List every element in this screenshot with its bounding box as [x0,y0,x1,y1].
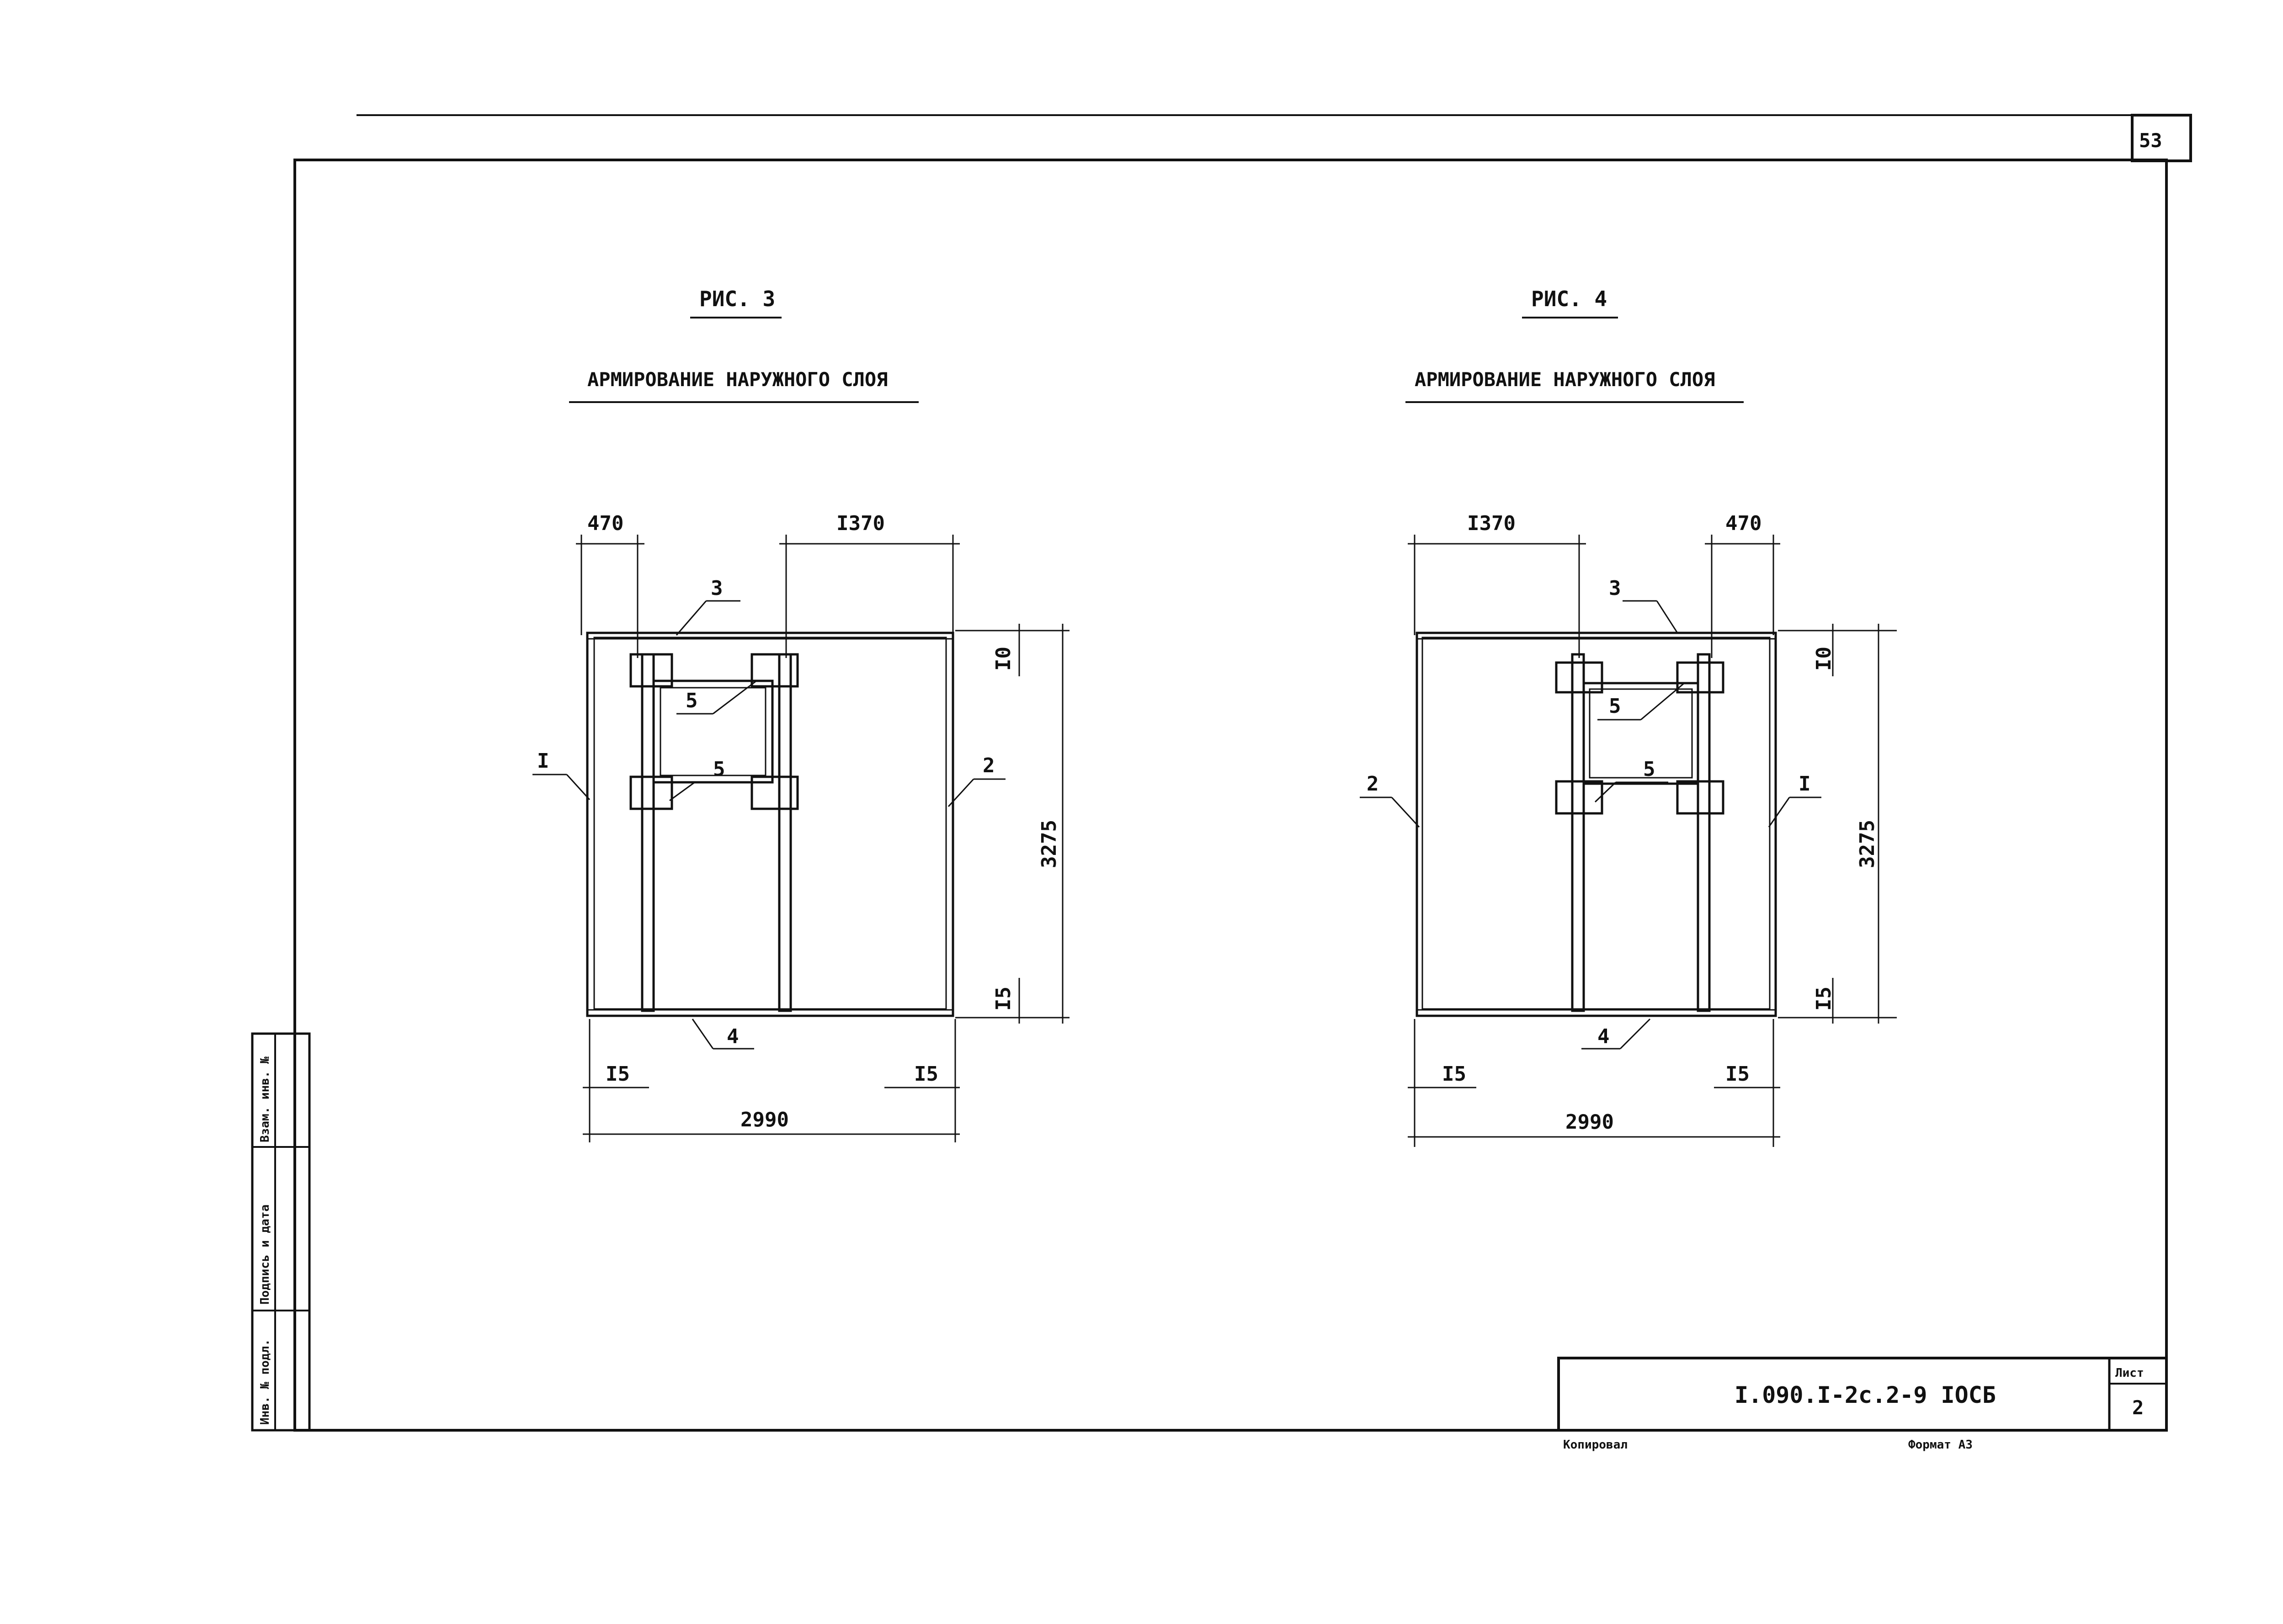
figure-title: РИС. 3 [699,287,775,311]
dim-bottom-right: I5 [914,1062,938,1086]
dim-bottom-right: I5 [1725,1062,1750,1086]
mark-2: 2 [1367,772,1379,796]
stamp-field-replace-inv: Взам. инв. № [258,1056,272,1142]
dim-right-top: I0 [1812,647,1836,671]
sheet-label: Лист [2115,1366,2144,1380]
mark-1: I [537,749,549,773]
mark-2: 2 [983,754,995,777]
dim-bottom-left: I5 [1442,1062,1466,1086]
dim-top-left: 470 [587,512,623,535]
document-code: I.090.I-2c.2-9 IОСБ [1735,1382,1996,1408]
dim-bottom-total: 2990 [740,1108,789,1131]
dim-top-right: I370 [836,512,885,535]
mark-5-upper: 5 [1609,695,1621,718]
sheet-number: 2 [2132,1396,2144,1419]
reinforcement-frame [629,653,799,1012]
stamp-field-signature-date: Подпись и дата [258,1205,272,1305]
figure-3: РИС. 3 АРМИРОВАНИЕ НАРУЖНОГО СЛОЯ [532,287,1070,1142]
dimension-lines [1408,535,1897,1147]
mark-1: I [1799,772,1811,796]
sheet-corner-number: 53 [2139,129,2162,152]
figure-subtitle: АРМИРОВАНИЕ НАРУЖНОГО СЛОЯ [1415,368,1715,391]
title-block: I.090.I-2c.2-9 IОСБ Лист 2 [1557,1357,2168,1432]
dim-right-bottom: I5 [992,987,1015,1011]
mark-5-upper: 5 [686,689,698,712]
dim-right-total: 3275 [1856,820,1879,868]
panel-outline [1416,632,1777,1017]
side-stamp: Взам. инв. № Подпись и дата Инв. № подл. [251,1032,311,1432]
reinforcement-frame [1555,653,1724,1012]
figure-subtitle: АРМИРОВАНИЕ НАРУЖНОГО СЛОЯ [587,368,888,391]
dim-top-right: 470 [1725,512,1761,535]
leader-lines [532,600,1006,1050]
mark-4: 4 [1597,1025,1610,1048]
figure-title: РИС. 4 [1531,287,1607,311]
footer-copied: Копировал [1563,1438,1628,1452]
panel-outline [586,632,954,1017]
mark-3: 3 [1609,577,1621,600]
dim-right-bottom: I5 [1812,987,1836,1011]
mark-5-lower: 5 [1643,758,1655,781]
footer-format: Формат А3 [1908,1438,1973,1452]
dim-right-top: I0 [992,647,1015,671]
dim-bottom-total: 2990 [1565,1110,1614,1134]
dimension-lines [576,535,1070,1142]
dim-top-left: I370 [1467,512,1516,535]
mark-4: 4 [727,1025,739,1048]
mark-3: 3 [711,577,723,600]
figure-4: РИС. 4 АРМИРОВАНИЕ НАРУЖНОГО СЛОЯ [1360,287,1897,1147]
stamp-field-orig-inv: Инв. № подл. [258,1339,272,1425]
mark-5-lower: 5 [713,758,725,781]
leader-lines [1360,600,1821,1050]
dim-right-total: 3275 [1038,820,1061,868]
dim-bottom-left: I5 [606,1062,630,1086]
drawing-frame [293,159,2168,1432]
